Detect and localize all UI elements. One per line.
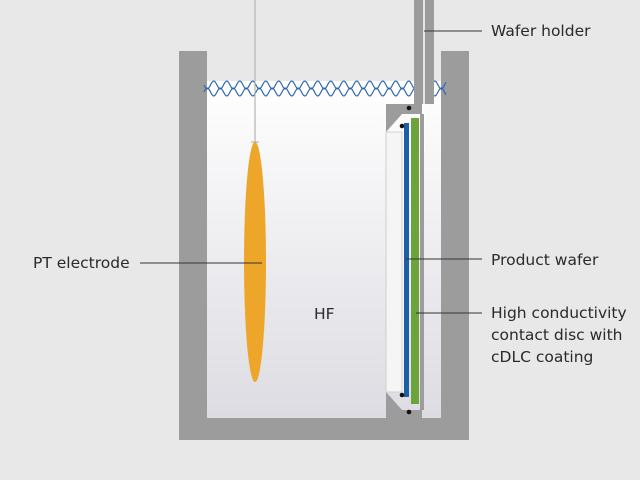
labels: Wafer holder PT electrode HF Product waf… [33,22,627,366]
wafer-holder-frame [386,104,422,132]
seal-ring-bottom-left [399,392,405,398]
wafer-holder-frame-bottom [386,392,422,420]
wafer-holder-body [385,131,403,393]
label-wafer-holder: Wafer holder [491,22,591,40]
wafer-holder-back [420,114,424,410]
contact-disc [411,118,419,404]
label-pt-electrode: PT electrode [33,254,130,272]
label-contact-disc-line3: cDLC coating [491,348,593,366]
label-contact-disc-line1: High conductivity [491,304,627,322]
leader-lines [140,30,482,314]
product-wafer [404,123,409,397]
label-contact-disc-line2: contact disc with [491,326,623,344]
electrolyte-surface [203,80,447,97]
surface-wave-lower [203,87,447,97]
label-product-wafer: Product wafer [491,251,599,269]
seal-ring-top-left [399,123,405,129]
tank [179,51,469,440]
wafer-holder-assembly [385,0,434,420]
seal-ring-bottom-right [406,409,412,415]
pt-electrode [244,142,266,382]
pt-electrode-assembly [244,0,266,382]
label-hf: HF [314,305,335,323]
seal-ring-top-right [406,105,412,111]
